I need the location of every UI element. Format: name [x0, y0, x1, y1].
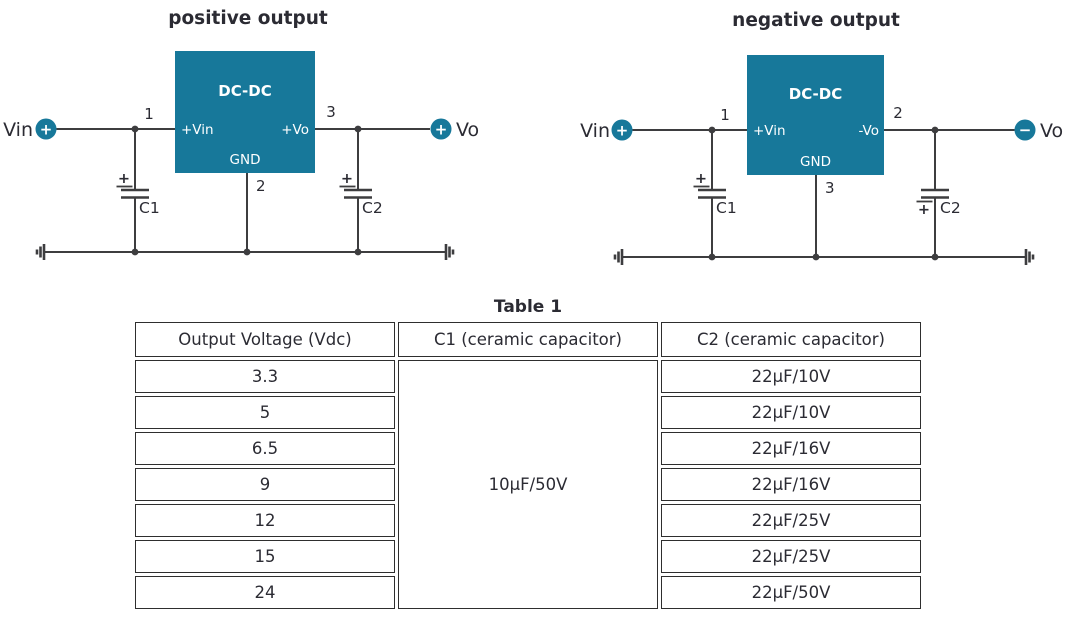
- c2-value-cell: 22µF/10V: [661, 360, 921, 393]
- cap-c1-label: C1: [716, 199, 737, 217]
- voltage-cell: 3.3: [135, 360, 395, 393]
- table-header-row: Output Voltage (Vdc) C1 (ceramic capacit…: [135, 322, 921, 357]
- ground-icon: [1024, 249, 1035, 265]
- c2-value-cell: 22µF/10V: [661, 396, 921, 429]
- voltage-cell: 9: [135, 468, 395, 501]
- negative-output-circuit: negative output Vin + 1 DC-DC +Vin -Vo G…: [580, 10, 1063, 265]
- table-row: 24 22µF/50V: [135, 576, 921, 609]
- terminal-sign: +: [435, 121, 448, 139]
- voltage-cell: 12: [135, 504, 395, 537]
- c1-value-cell: 10µF/50V: [398, 360, 658, 609]
- cap-polarity-sign: +: [695, 171, 707, 187]
- plus-terminal-icon: [611, 119, 633, 141]
- chip-pin-vo: -Vo: [858, 123, 879, 139]
- pin-number-gnd: 3: [825, 179, 835, 197]
- cap-c2-label: C2: [362, 199, 383, 217]
- cap-polarity-sign: +: [341, 171, 353, 187]
- dcdc-module-block: [175, 51, 315, 173]
- application-circuits-canvas: positive output Vin + 1 DC-DC +Vin +Vo G…: [3, 8, 1063, 265]
- plus-terminal-icon: [35, 118, 57, 140]
- c2-value-cell: 22µF/50V: [661, 576, 921, 609]
- minus-terminal-icon: [1014, 119, 1036, 141]
- table-row: 3.3 10µF/50V 22µF/10V: [135, 360, 921, 609]
- voltage-cell: 6.5: [135, 432, 395, 465]
- ground-rail: [35, 244, 455, 260]
- table-row: 6.5 22µF/16V: [135, 432, 921, 465]
- c2-value-cell: 22µF/25V: [661, 504, 921, 537]
- pin-number-gnd: 2: [256, 177, 266, 195]
- col-header-output-voltage: Output Voltage (Vdc): [135, 322, 395, 357]
- cap-polarity-sign: +: [918, 202, 930, 218]
- table-row: 5 22µF/10V: [135, 396, 921, 429]
- c2-value-cell: 22µF/16V: [661, 468, 921, 501]
- chip-label: DC-DC: [789, 85, 843, 103]
- table-title: Table 1: [493, 297, 563, 317]
- table-row: 9 22µF/16V: [135, 468, 921, 501]
- table-row: 15 22µF/25V: [135, 540, 921, 573]
- vo-label: Vo: [456, 119, 479, 141]
- table-1-block: Table 1 Output Voltage (Vdc) C1 (ceramic…: [132, 297, 924, 612]
- pin-number-out: 3: [326, 103, 336, 121]
- chip-label: DC-DC: [218, 82, 272, 100]
- voltage-cell: 15: [135, 540, 395, 573]
- chip-pin-vin: +Vin: [753, 123, 786, 139]
- capacitor-c1: + C1: [693, 130, 737, 257]
- ground-icon: [613, 249, 624, 265]
- voltage-cell: 24: [135, 576, 395, 609]
- c2-value-cell: 22µF/25V: [661, 540, 921, 573]
- terminal-sign: −: [1019, 121, 1032, 139]
- col-header-c1: C1 (ceramic capacitor): [398, 322, 658, 357]
- capacitor-c1: + C1: [116, 129, 160, 252]
- capacitor-c2: + C2: [339, 129, 383, 252]
- vin-label: Vin: [580, 120, 610, 142]
- c2-value-cell: 22µF/16V: [661, 432, 921, 465]
- terminal-sign: +: [616, 122, 629, 140]
- dcdc-module-block: [747, 55, 884, 175]
- table-row: 12 22µF/25V: [135, 504, 921, 537]
- pin-number-in: 1: [720, 106, 730, 124]
- ground-icon: [35, 244, 46, 260]
- cap-polarity-sign: +: [118, 171, 130, 187]
- plus-terminal-icon: [430, 118, 452, 140]
- chip-pin-vo: +Vo: [281, 122, 309, 138]
- ground-icon: [444, 244, 455, 260]
- terminal-sign: +: [40, 121, 53, 139]
- pin-number-out: 2: [893, 104, 903, 122]
- col-header-c2: C2 (ceramic capacitor): [661, 322, 921, 357]
- vo-label: Vo: [1040, 120, 1063, 142]
- chip-pin-gnd: GND: [800, 154, 831, 170]
- chip-pin-gnd: GND: [230, 152, 261, 168]
- cap-c1-label: C1: [139, 199, 160, 217]
- positive-circuit-title: positive output: [168, 8, 328, 29]
- capacitor-spec-table: Output Voltage (Vdc) C1 (ceramic capacit…: [132, 319, 924, 612]
- negative-circuit-title: negative output: [732, 10, 900, 31]
- cap-c2-label: C2: [940, 199, 961, 217]
- vin-label: Vin: [3, 119, 33, 141]
- voltage-cell: 5: [135, 396, 395, 429]
- positive-output-circuit: positive output Vin + 1 DC-DC +Vin +Vo G…: [3, 8, 479, 260]
- capacitor-c2: + C2: [916, 130, 961, 257]
- pin-number-in: 1: [144, 105, 154, 123]
- ground-rail: [613, 249, 1035, 265]
- chip-pin-vin: +Vin: [181, 122, 214, 138]
